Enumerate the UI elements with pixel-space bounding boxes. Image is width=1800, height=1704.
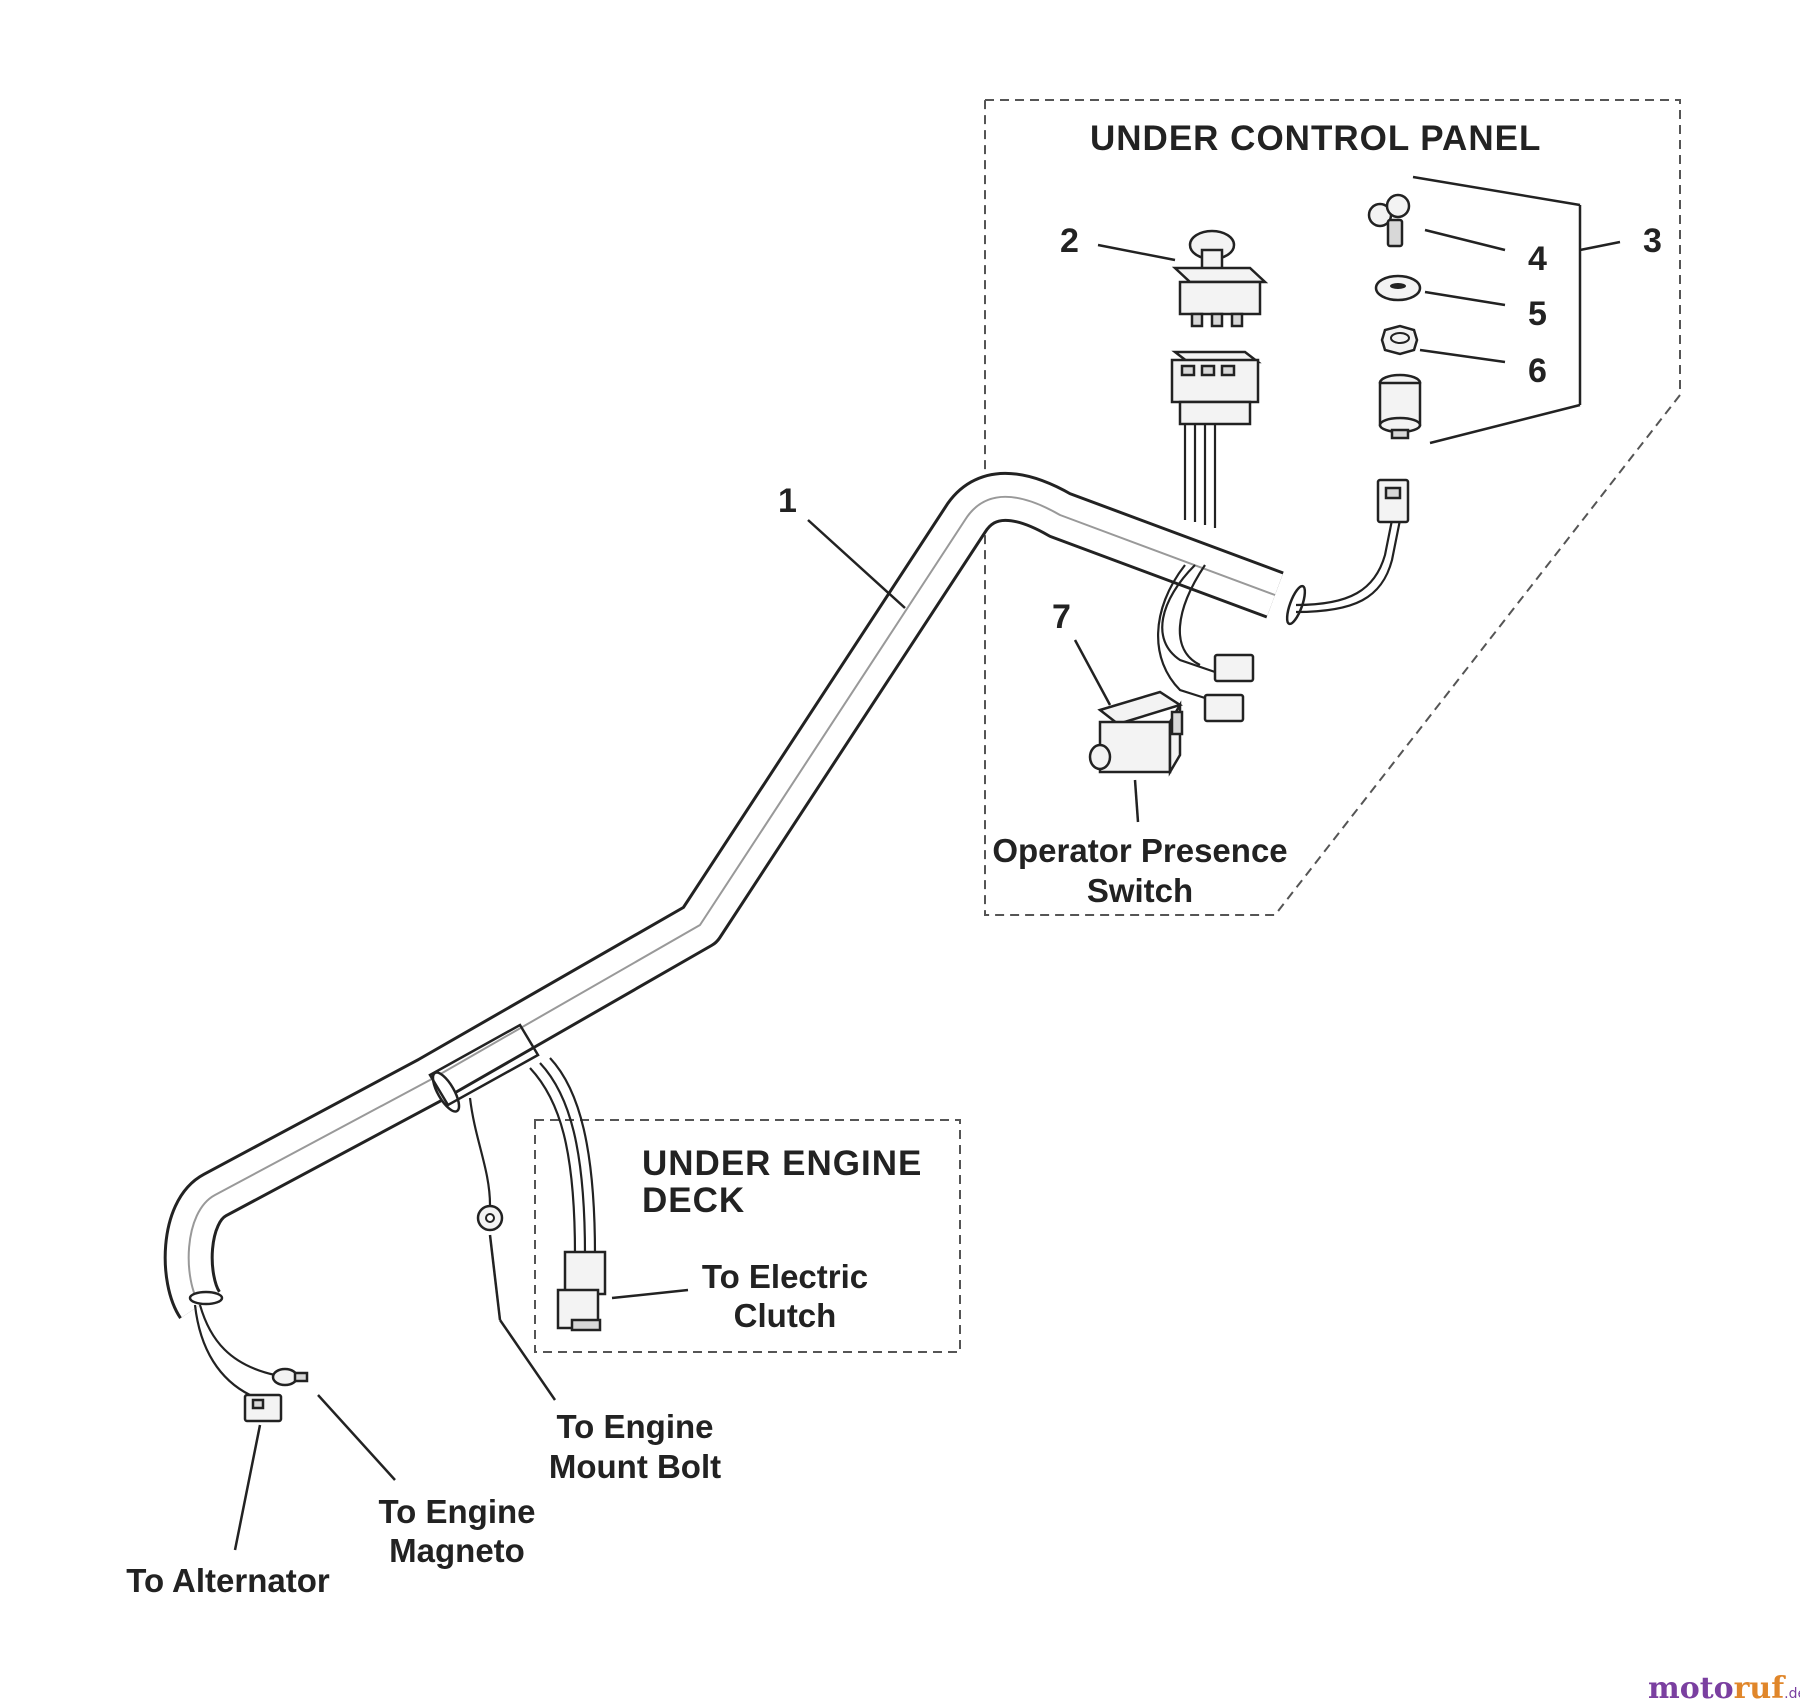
watermark-part3: .de	[1784, 1686, 1800, 1702]
ignition-switch-body	[1378, 373, 1422, 440]
engine-mount-label-line1: To Engine	[556, 1408, 713, 1445]
callout-5: 5	[1528, 295, 1547, 333]
watermark-part1: moto	[1648, 1671, 1734, 1704]
engine-deck-region	[534, 1119, 961, 1353]
engine-mount-label-line2: Mount Bolt	[549, 1448, 721, 1485]
engine-deck-title-line1: UNDER ENGINE	[642, 1144, 922, 1183]
engine-deck-title-line2: DECK	[642, 1181, 745, 1220]
alternator-connector	[243, 1393, 283, 1423]
callout-3: 3	[1643, 222, 1662, 260]
main-harness-tube	[163, 472, 1307, 1320]
engine-magneto-label-line1: To Engine	[378, 1493, 535, 1530]
callout-6: 6	[1528, 352, 1547, 390]
ignition-key	[1367, 193, 1411, 248]
callout-2: 2	[1060, 222, 1079, 260]
ignition-connector	[1376, 478, 1410, 524]
electric-clutch-label-line2: Clutch	[734, 1297, 837, 1334]
control-panel-region	[984, 99, 1681, 916]
callout-4: 4	[1528, 240, 1547, 278]
operator-presence-label-line2: Switch	[1087, 872, 1193, 909]
leader-lines	[233, 175, 1621, 1551]
pto-switch	[1171, 229, 1269, 328]
callout-1: 1	[778, 482, 797, 520]
magneto-terminal	[271, 1367, 309, 1387]
harness-wires	[193, 420, 1402, 1396]
callout-7: 7	[1052, 598, 1071, 636]
alternator-label: To Alternator	[126, 1562, 330, 1599]
electric-clutch-connector	[556, 1250, 607, 1332]
ignition-nut	[1380, 324, 1419, 356]
operator-presence-switch	[1088, 690, 1184, 777]
seat-switch-connector-b	[1203, 693, 1245, 723]
watermark: motoruf.de	[1648, 1671, 1800, 1704]
engine-mount-ring-terminal	[476, 1204, 504, 1232]
control-panel-title: UNDER CONTROL PANEL	[1090, 119, 1541, 158]
engine-magneto-label-line2: Magneto	[389, 1532, 525, 1569]
pto-connector	[1170, 350, 1262, 426]
electric-clutch-label-line1: To Electric	[702, 1258, 868, 1295]
watermark-part2: ruf	[1734, 1671, 1787, 1704]
seat-switch-connector-a	[1213, 653, 1255, 683]
operator-presence-label-line1: Operator Presence	[992, 832, 1287, 869]
